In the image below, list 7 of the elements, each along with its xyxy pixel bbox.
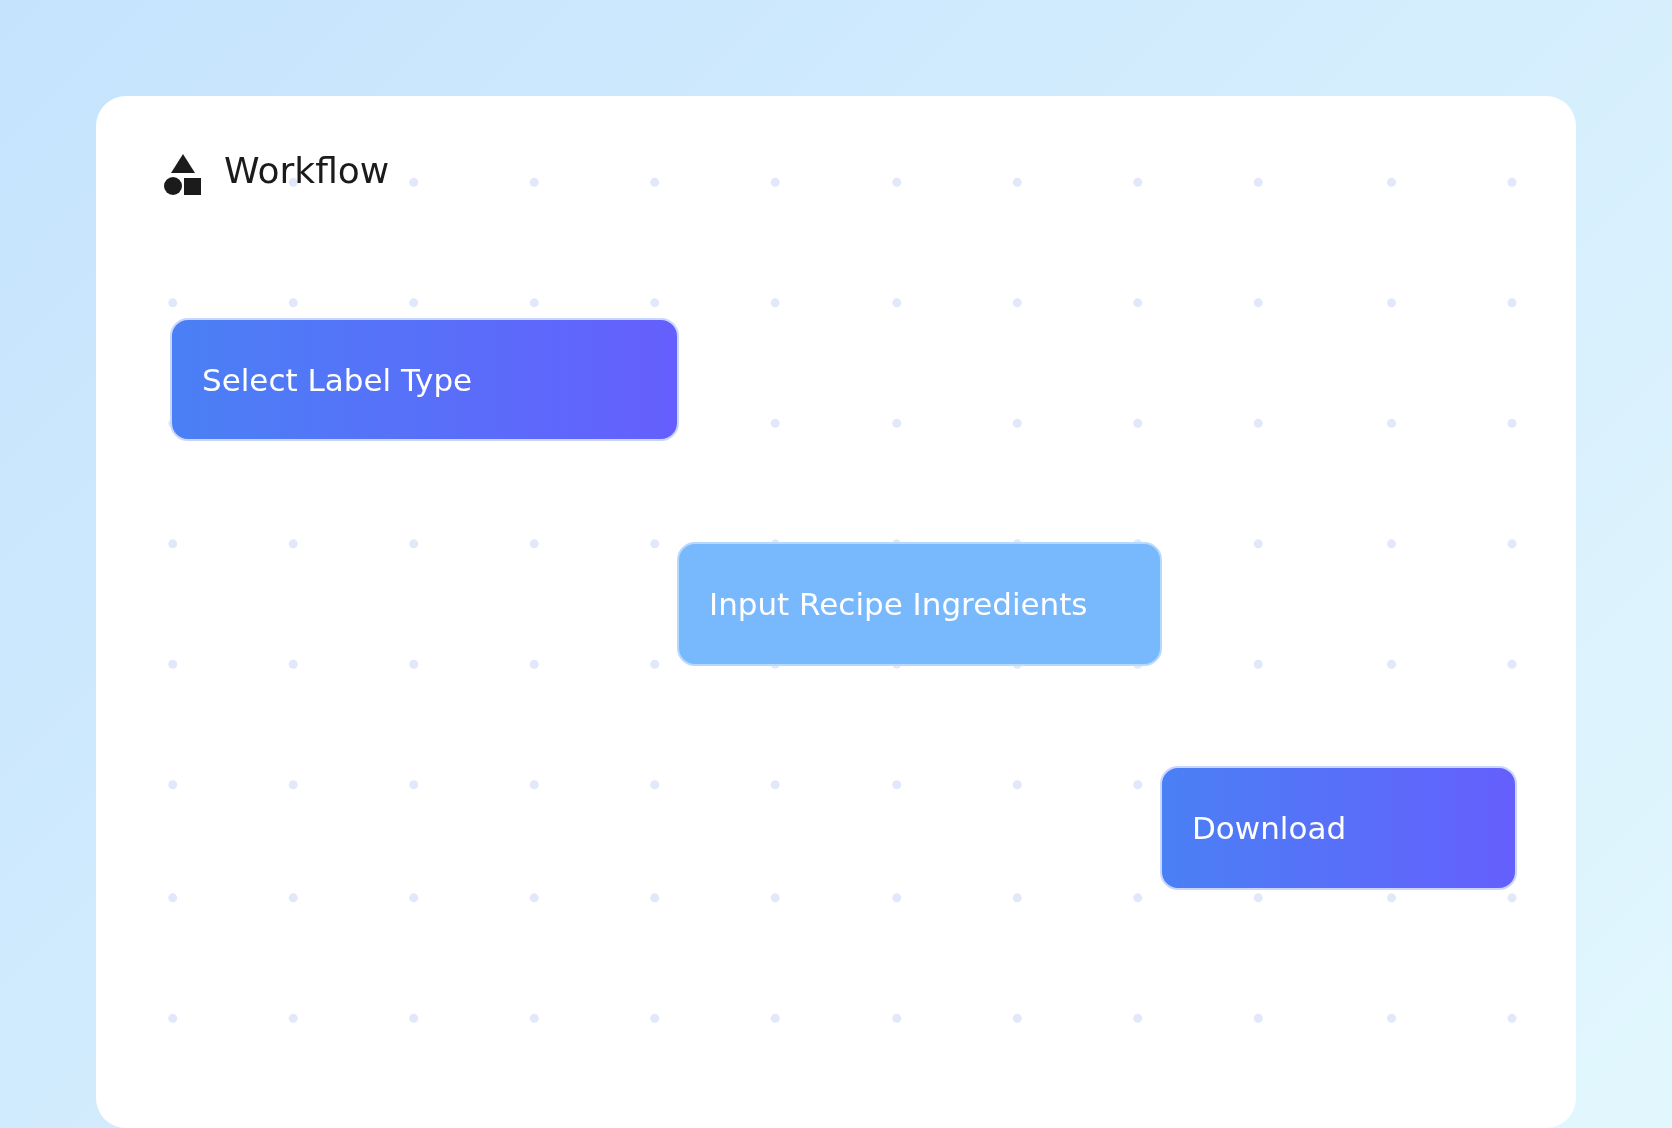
step-box <box>170 318 679 441</box>
step-label: Download <box>1192 810 1347 846</box>
step-box <box>677 542 1162 666</box>
step-box <box>1160 766 1517 890</box>
step-label: Input Recipe Ingredients <box>709 586 1088 622</box>
diagram-title: Workflow <box>224 150 390 191</box>
step-label: Select Label Type <box>202 361 473 398</box>
